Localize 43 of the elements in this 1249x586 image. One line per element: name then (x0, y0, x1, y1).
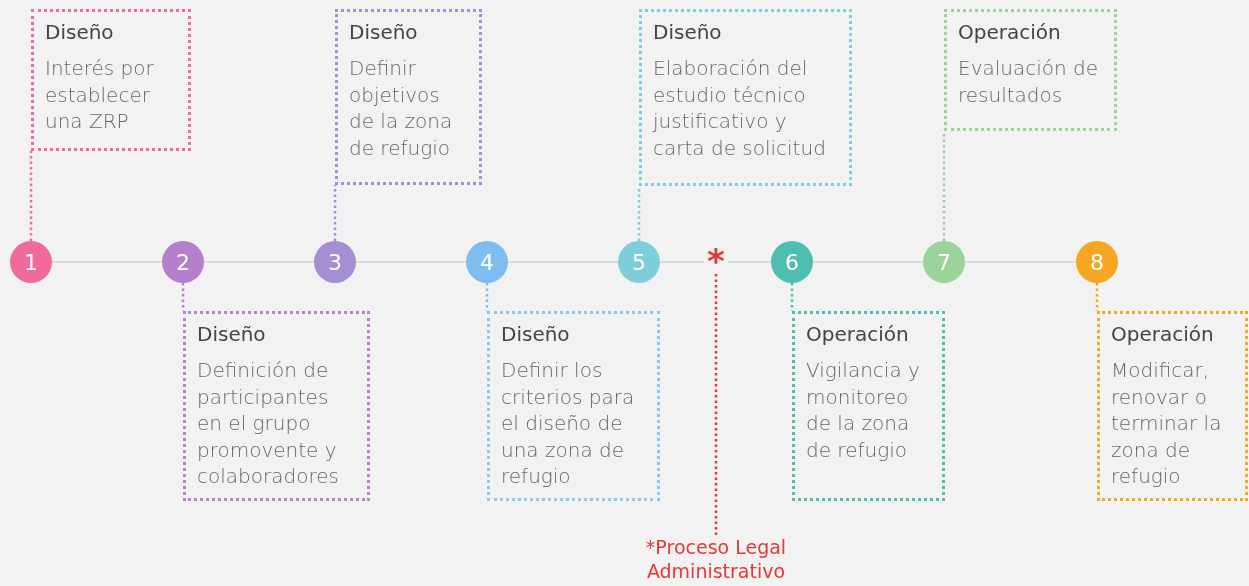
leader-line (714, 274, 718, 535)
step-number: 5 (618, 241, 660, 283)
step-number: 6 (771, 241, 813, 283)
step-description: Elaboración del estudio técnico justificativo y carta de solicitud (653, 55, 827, 161)
leader-line (333, 185, 337, 241)
step-description: Vigilancia y monitoreo de la zona de refugio (806, 357, 921, 463)
step-description: Modificar, renovar o terminar la zona de refugio (1111, 357, 1223, 490)
phase-heading: Diseño (653, 20, 723, 44)
step-card (487, 311, 660, 501)
step-number: 1 (10, 241, 52, 283)
footnote-text: *Proceso Legal Administrativo (636, 535, 796, 583)
step-card (183, 311, 370, 501)
leader-line (485, 283, 489, 311)
step-card (1097, 311, 1248, 501)
step-card (31, 9, 191, 151)
asterisk-mark: * (704, 250, 728, 274)
step-description: Definir objetivos de la zona de refugio (349, 55, 454, 161)
phase-heading: Operación (806, 322, 910, 346)
step-card (792, 311, 945, 501)
phase-heading: Operación (958, 20, 1062, 44)
phase-heading: Diseño (349, 20, 419, 44)
phase-heading: Diseño (197, 322, 267, 346)
leader-line (790, 283, 794, 311)
step-card (944, 9, 1117, 131)
step-number: 8 (1076, 241, 1118, 283)
phase-heading: Diseño (45, 20, 115, 44)
phase-heading: Diseño (501, 322, 571, 346)
step-description: Definir los criterios para el diseño de una zona de refugio (501, 357, 636, 490)
leader-line (942, 131, 946, 241)
step-description: Evaluación de resultados (958, 55, 1100, 108)
leader-line (637, 186, 641, 241)
step-number: 7 (923, 241, 965, 283)
step-number: 2 (162, 241, 204, 283)
step-number: 3 (314, 241, 356, 283)
leader-line (29, 151, 33, 241)
step-card (335, 9, 482, 185)
step-description: Interés por establecer una ZRP (45, 55, 155, 135)
step-card (639, 9, 852, 186)
leader-line (1095, 283, 1099, 311)
leader-line (181, 283, 185, 311)
phase-heading: Operación (1111, 322, 1215, 346)
step-description: Definición de participantes en el grupo promovente y colaboradores (197, 357, 340, 490)
step-number: 4 (466, 241, 508, 283)
